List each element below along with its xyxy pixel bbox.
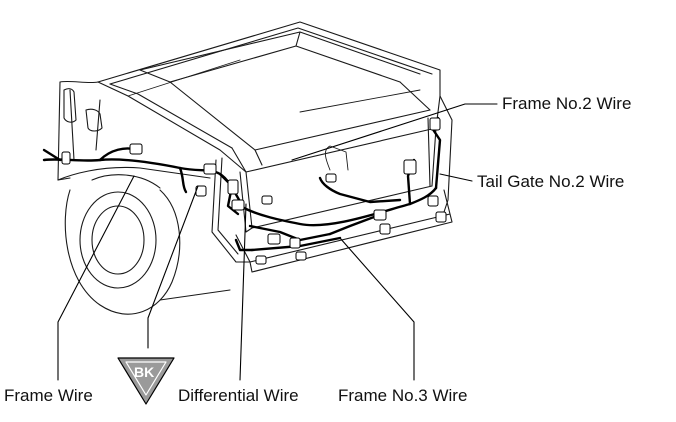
label-frame-wire: Frame Wire [4,386,93,405]
connectors [61,117,447,265]
ground-badge-bk [117,357,175,405]
bed-floor-lines [127,59,421,171]
leader-lines [57,103,498,381]
leader-tail-gate-no2 [439,173,473,182]
leader-frame-no2 [291,103,498,161]
label-differential-wire: Differential Wire [178,386,299,405]
label-frame-no2-wire: Frame No.2 Wire [502,94,632,113]
label-frame-no3-wire: Frame No.3 Wire [338,386,468,405]
label-tail-gate-no2-wire: Tail Gate No.2 Wire [477,172,625,191]
badge-text-bk: BK [134,364,155,380]
rear-wheel [64,174,181,315]
truck-bed-outline [57,21,453,301]
leader-frame-no3 [339,237,415,381]
leader-bk-ground [147,185,199,349]
leader-frame-wire [57,175,135,381]
wiring-harness [42,116,442,252]
leader-differential [239,203,247,381]
